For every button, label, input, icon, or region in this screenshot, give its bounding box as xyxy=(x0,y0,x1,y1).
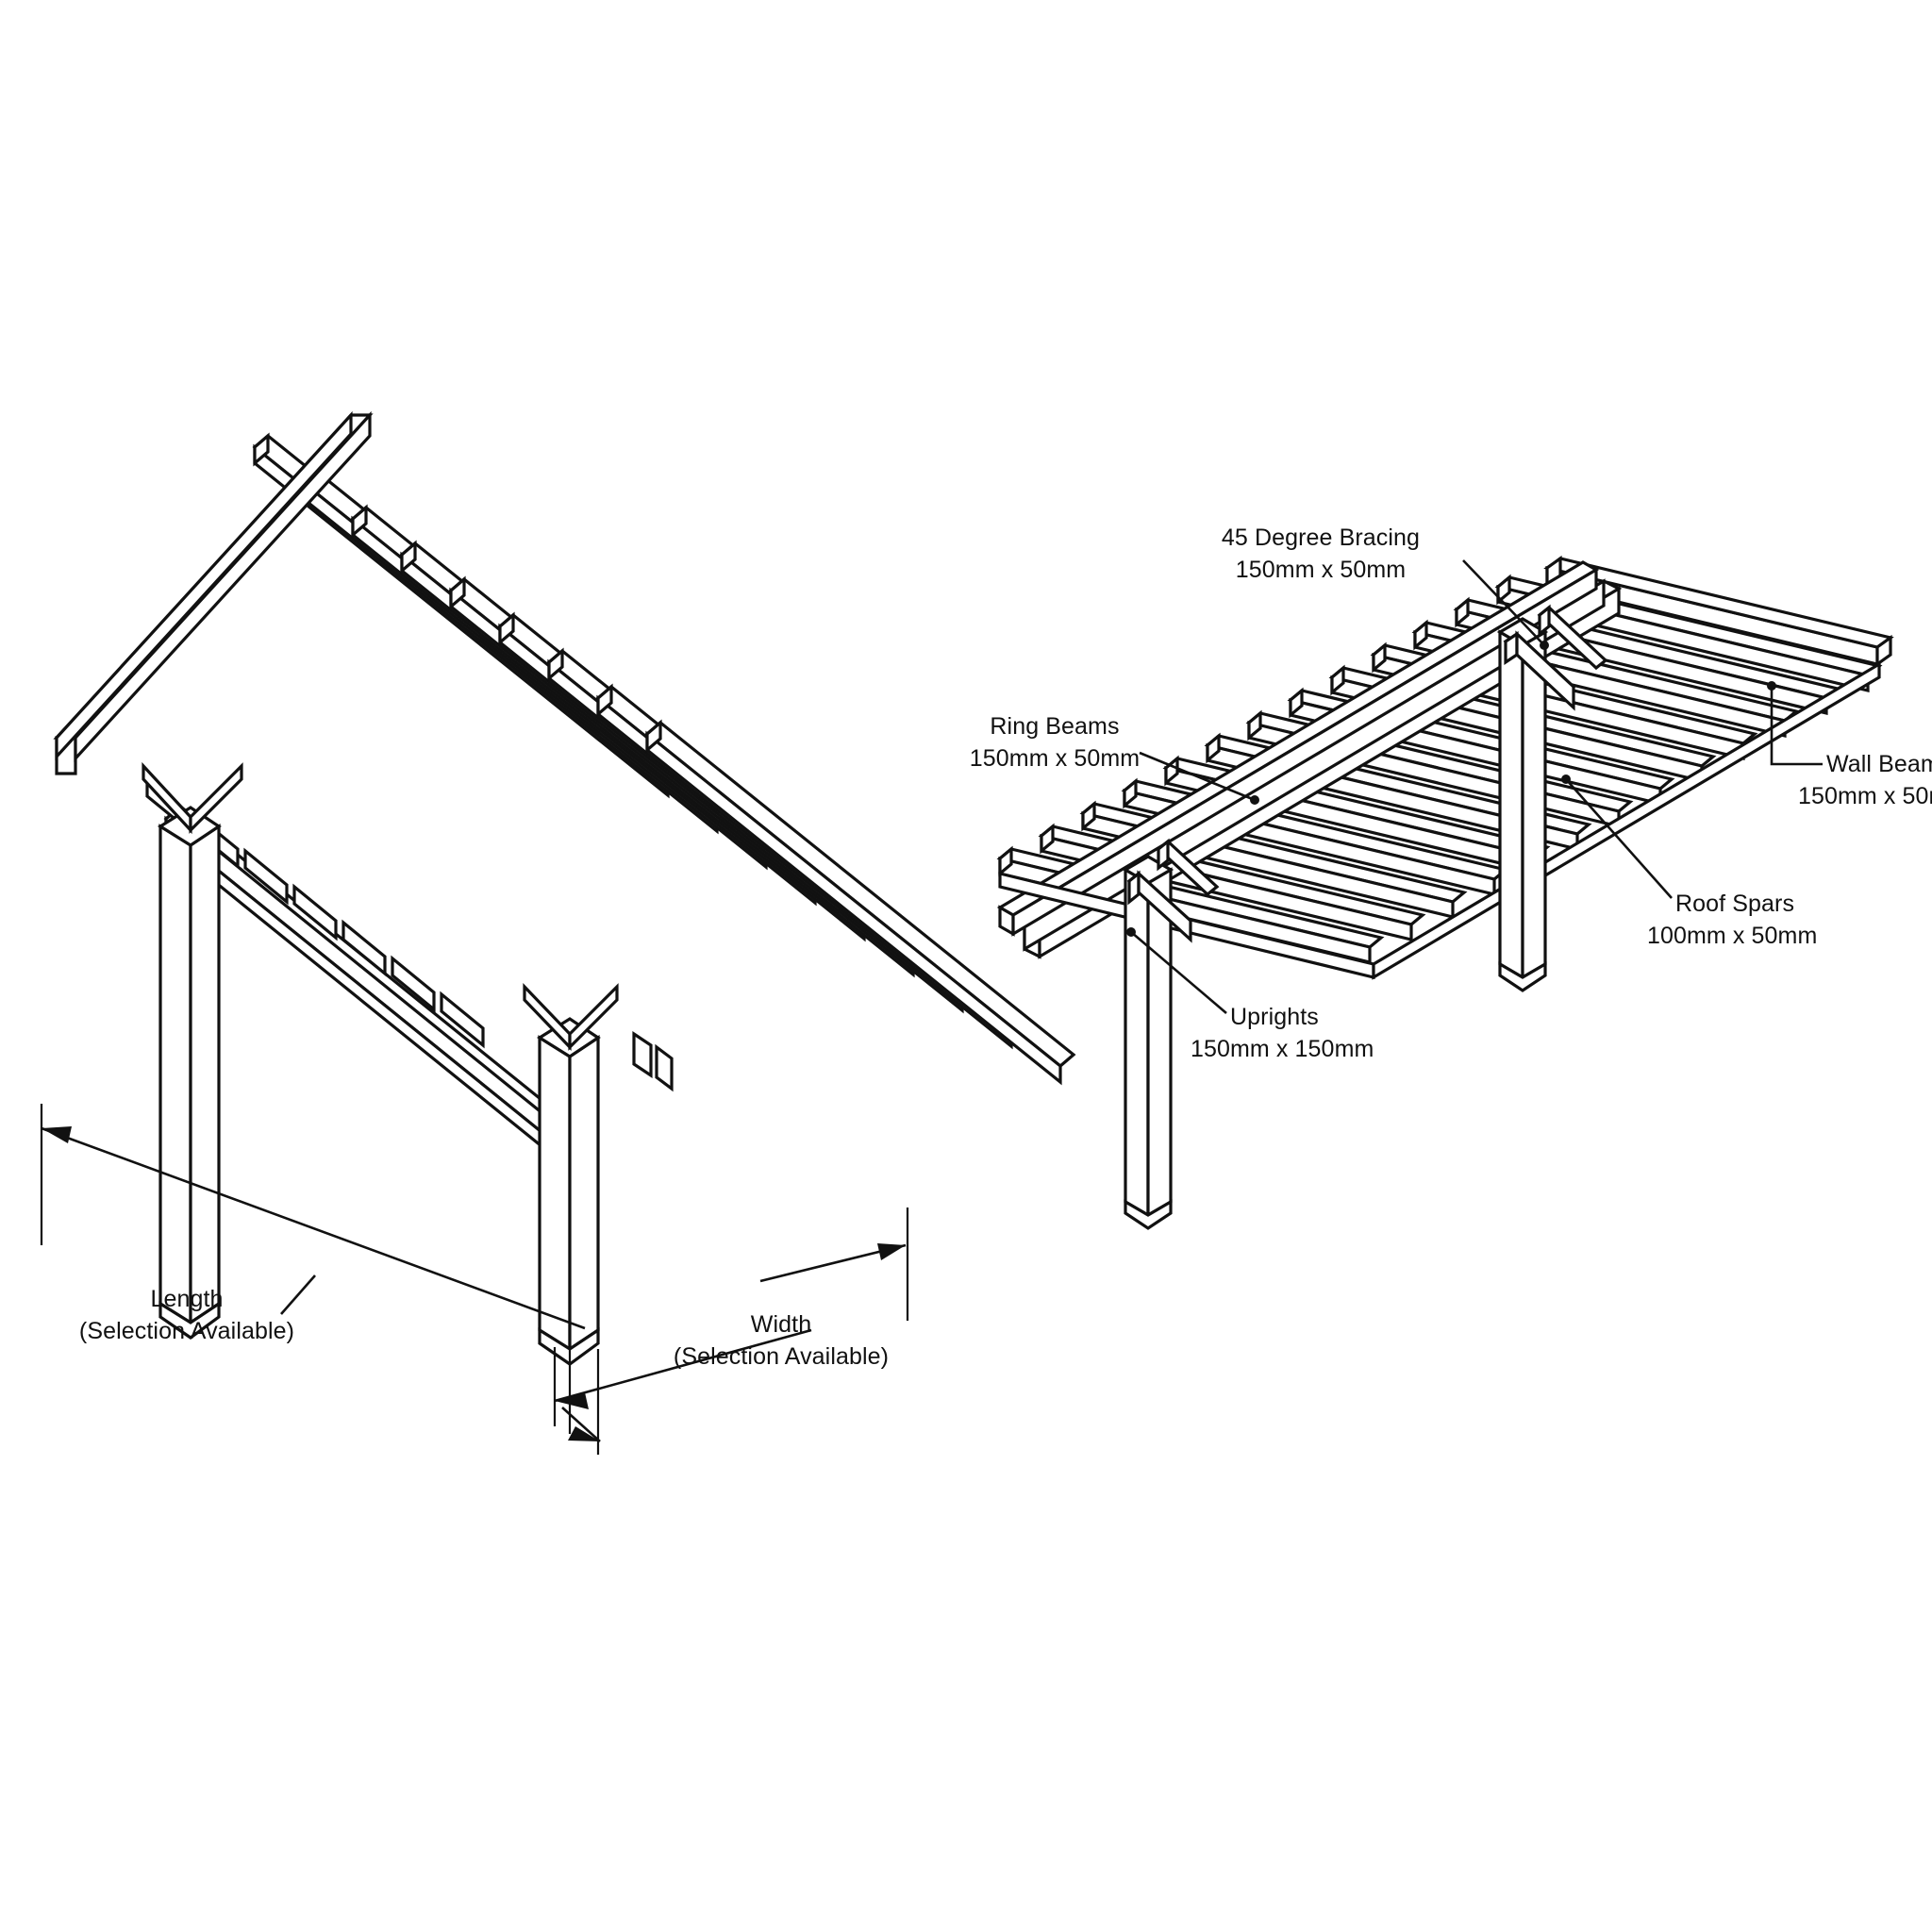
left-front-ring-beam-secondary xyxy=(173,823,580,1170)
callout-roof-spars-leader xyxy=(1561,774,1673,899)
left-pergola-assembly: Length (Selection Available) Width (Sele… xyxy=(40,410,1076,1455)
callout-uprights-line1: Uprights xyxy=(1230,1004,1319,1030)
dim-width-line1: Width xyxy=(751,1311,811,1338)
callout-roof-spars-line2: 100mm x 50mm xyxy=(1647,923,1817,949)
dim-width-line2: (Selection Available) xyxy=(674,1343,889,1370)
callout-uprights-line2: 150mm x 150mm xyxy=(1191,1036,1374,1062)
dim-length-line2: (Selection Available) xyxy=(79,1318,294,1344)
callout-ring-beams-line2: 150mm x 50mm xyxy=(970,745,1140,772)
dimension-length xyxy=(40,1104,586,1434)
callout-ring-beams-leader xyxy=(1139,751,1259,805)
callout-roof-spars-line1: Roof Spars xyxy=(1675,891,1794,917)
left-wall-beam xyxy=(53,410,374,775)
callout-bracing-line1: 45 Degree Bracing xyxy=(1222,525,1420,551)
callout-uprights-leader xyxy=(1126,927,1227,1014)
right-brace-right xyxy=(1503,604,1608,711)
callout-wall-beam-line1: Wall Beam xyxy=(1826,751,1932,777)
left-braces xyxy=(142,761,619,1051)
dim-length-line1: Length xyxy=(150,1286,223,1312)
left-upright-post-front xyxy=(157,806,222,1340)
right-brace-left-second xyxy=(1156,838,1220,897)
callout-wall-beam-line2: 150mm x 50mm xyxy=(1798,783,1932,809)
callout-ring-beams-line1: Ring Beams xyxy=(990,713,1119,740)
callout-wall-beam-leader xyxy=(1767,681,1823,766)
left-upright-post-right xyxy=(536,1017,601,1366)
right-pergola-assembly: 45 Degree Bracing 150mm x 50mm Ring Beam… xyxy=(970,525,1932,1230)
right-wall-beam xyxy=(1543,555,1894,668)
right-upright-post-right xyxy=(1496,617,1549,992)
left-roof-spars xyxy=(252,432,1076,1086)
right-brace-left xyxy=(1126,870,1193,943)
right-ring-beam-secondary xyxy=(996,560,1600,937)
callout-bracing-leader xyxy=(1462,559,1549,650)
left-right-end-caps xyxy=(632,1031,674,1092)
dimension-width xyxy=(553,1208,909,1455)
callout-bracing-line2: 150mm x 50mm xyxy=(1236,557,1406,583)
